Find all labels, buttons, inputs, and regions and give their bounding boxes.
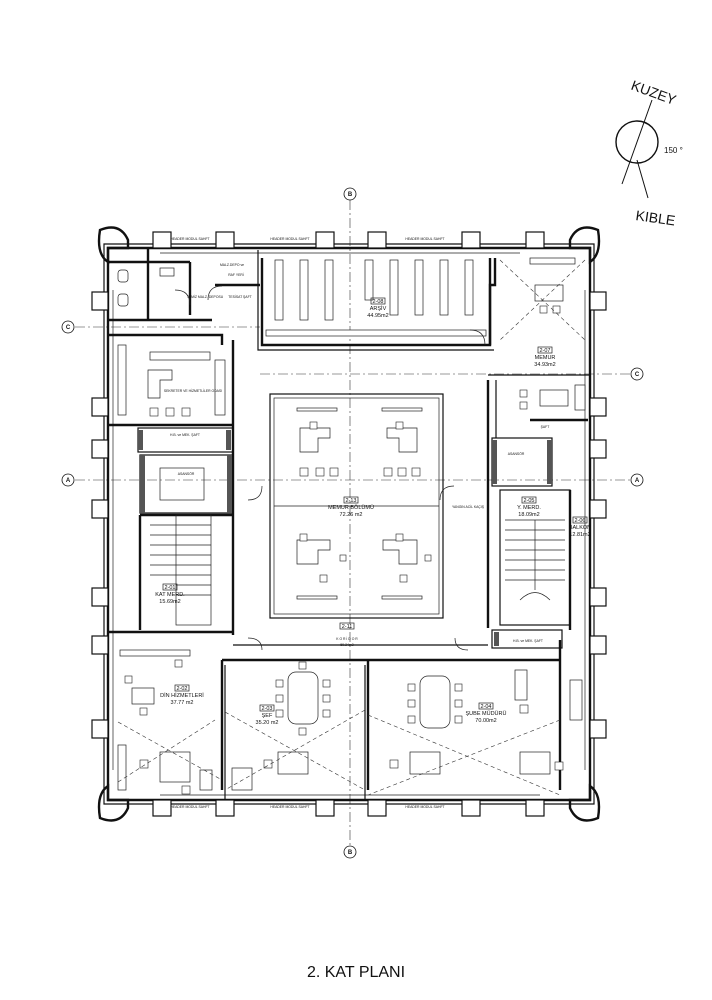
axis-label-a-left: A — [66, 478, 71, 484]
axis-label-b-bottom: B — [348, 850, 353, 856]
room-name-2-06: BALKON — [569, 525, 591, 531]
cleaning-storage-label: TEMİZ MALZ. DEPOSU — [187, 294, 224, 299]
axis-label-a-right: A — [635, 478, 640, 484]
room-name-2-02: DİN HİZMETLERİ — [160, 692, 204, 699]
axis-bubble-c-right — [630, 367, 644, 381]
room-area-2-05: 18.09m2 — [518, 512, 539, 518]
header-top-3: HEADER MODUL SAHFT — [405, 237, 444, 241]
room-code-2-02: 2-02 — [176, 686, 187, 692]
header-top-2: HEADER MODUL SAHFT — [270, 237, 309, 241]
room-area-2-04: 70.00m2 — [475, 718, 496, 724]
room-code-2-13: 2-13 — [345, 498, 356, 504]
room-area-2-08: 44.95m2 — [367, 313, 388, 319]
axis-bubble-c-left — [61, 320, 75, 334]
room-code-2-06: 2-06 — [574, 518, 585, 524]
interior-walls — [108, 248, 590, 800]
room-code-2-05: 2-05 — [523, 498, 534, 504]
room-name-2-07: MEMUR — [535, 355, 556, 361]
axis-label-c-right: C — [635, 372, 640, 378]
room-code-2-03: 2-03 — [261, 706, 272, 712]
room-name-2-05: Y. MERD. — [517, 505, 541, 511]
header-top-1: HEADER MODUL SAHFT — [170, 237, 209, 241]
room-area-2-03: 35.20 m2 — [256, 720, 279, 726]
room-code-2-11: 2-11 — [342, 624, 353, 630]
installation-shaft-label: TESİSAT ŞAFT — [228, 294, 251, 299]
room-area-2-01: 15.69m2 — [159, 599, 180, 605]
room-name-2-01: KAT MERD. — [155, 592, 185, 598]
room-code-2-01: 2-01 — [164, 585, 175, 591]
compass-rose: KUZEY KIBLE 150 ° — [615, 77, 683, 228]
axis-bubble-a-left — [61, 473, 75, 487]
elevator-right-label: ASANSÖR — [508, 452, 525, 456]
room-code-2-07: 2-07 — [539, 348, 550, 354]
room-name-2-13: MEMUR BÖLÜMÜ — [328, 504, 374, 511]
room-area-2-02: 37.77 m2 — [171, 700, 194, 706]
shelf-area-label: RAF YERİ — [228, 272, 244, 277]
grid-axes: B B C C A A — [61, 187, 644, 859]
shaft-small-label: ŞAFT — [541, 425, 550, 429]
axis-label-c-left: C — [66, 325, 71, 331]
room-labels: 2-13 MEMUR BÖLÜMÜ 72.26 m2 2-08 ARŞİV 44… — [155, 237, 591, 809]
north-label: KUZEY — [629, 77, 679, 108]
header-bottom-1: HEADER MODUL SAHFT — [170, 805, 209, 809]
shaft-left-label: H.B. ve MEK. ŞAFT — [170, 433, 200, 437]
axis-label-b-top: B — [348, 192, 353, 198]
elevator-left-label: ASANSÖR — [178, 472, 195, 476]
header-bottom-3: HEADER MODUL SAHFT — [405, 805, 444, 809]
room-code-2-08: 2-08 — [372, 299, 383, 305]
furniture — [117, 257, 586, 796]
room-area-2-06: 12.81m2 — [569, 532, 590, 538]
exterior-walls — [91, 226, 607, 822]
corridor-label: K O R İ D O R — [336, 636, 358, 641]
room-area-2-07: 34.93m2 — [534, 362, 555, 368]
room-name-2-04: ŞUBE MÜDÜRÜ — [466, 710, 507, 717]
compass-angle: 150 ° — [664, 146, 683, 155]
room-area-2-11: 59.24m2 — [340, 643, 353, 647]
qibla-label: KIBLE — [635, 207, 677, 228]
axis-bubble-b-bottom — [343, 845, 357, 859]
room-name-2-03: ŞEF — [262, 713, 273, 719]
axis-bubble-a-right — [630, 473, 644, 487]
header-bottom-2: HEADER MODUL SAHFT — [270, 805, 309, 809]
central-office-island — [269, 393, 444, 619]
secretary-room-label: SEKRETER VE HİZMETLİLER ODASI — [164, 388, 222, 393]
fire-escape-label: YANGIN ACİL KAÇIŞ — [452, 504, 485, 509]
axis-bubble-b-top — [343, 187, 357, 201]
drawing-title: 2. KAT PLANI — [307, 964, 405, 981]
shaft-right-label: H.B. ve MEK. ŞAFT — [513, 639, 543, 643]
storage-label: MALZ.DEPO ve — [220, 263, 244, 267]
room-name-2-08: ARŞİV — [370, 305, 387, 312]
room-area-2-13: 72.26 m2 — [340, 512, 363, 518]
room-code-2-04: 2-04 — [480, 704, 491, 710]
